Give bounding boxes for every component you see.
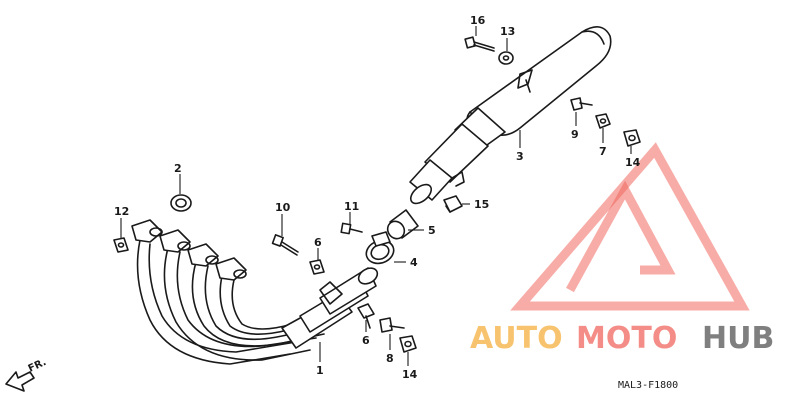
callout-5: 5 bbox=[428, 224, 436, 237]
callout-9: 9 bbox=[571, 128, 579, 141]
bracket-15 bbox=[443, 195, 463, 213]
callout-6-upper: 6 bbox=[314, 236, 322, 249]
callout-12: 12 bbox=[114, 205, 129, 218]
watermark-part-hub: HUB bbox=[702, 321, 774, 356]
callout-2: 2 bbox=[174, 162, 182, 175]
nut-14-lower bbox=[399, 335, 417, 353]
watermark-wordmark: AUTO MOTO HUB bbox=[470, 321, 774, 356]
callout-1: 1 bbox=[316, 364, 324, 377]
callout-labels: 16 13 3 9 7 14 2 12 10 11 15 6 5 4 6 1 8… bbox=[114, 14, 641, 381]
clamp-4 bbox=[365, 231, 395, 265]
bolt-8 bbox=[379, 317, 405, 333]
callout-7: 7 bbox=[599, 145, 607, 158]
exhaust-header-pipes bbox=[131, 219, 379, 365]
callout-14-upper: 14 bbox=[625, 156, 641, 169]
callout-14-lower: 14 bbox=[402, 368, 418, 381]
callout-3: 3 bbox=[516, 150, 524, 163]
bolt-9 bbox=[570, 97, 593, 111]
diagram-code: MAL3-F1800 bbox=[618, 380, 678, 391]
nut-6-upper bbox=[309, 259, 325, 275]
nut-14-upper bbox=[623, 129, 641, 147]
watermark-part-moto: MOTO bbox=[576, 321, 677, 356]
watermark-logo bbox=[510, 142, 750, 311]
nut-12 bbox=[113, 237, 129, 253]
callout-8: 8 bbox=[386, 352, 394, 365]
muffler bbox=[409, 26, 612, 205]
gasket-5 bbox=[386, 209, 419, 240]
callout-4: 4 bbox=[410, 256, 418, 269]
bolt-6-lower bbox=[357, 303, 375, 329]
callout-16: 16 bbox=[470, 14, 486, 27]
leader-lines bbox=[120, 26, 632, 366]
bolt-10 bbox=[271, 234, 299, 256]
washer-13 bbox=[498, 51, 514, 65]
watermark-part-auto: AUTO bbox=[470, 321, 563, 356]
front-direction-arrow: FR. bbox=[5, 357, 48, 392]
callout-11: 11 bbox=[344, 200, 359, 213]
gasket-2 bbox=[170, 194, 192, 212]
callout-10: 10 bbox=[275, 201, 291, 214]
callout-15: 15 bbox=[474, 198, 489, 211]
callout-13: 13 bbox=[500, 25, 515, 38]
callout-6-lower: 6 bbox=[362, 334, 370, 347]
bolt-16 bbox=[464, 36, 495, 52]
bolt-11 bbox=[340, 222, 363, 235]
nut-7 bbox=[595, 113, 611, 129]
direction-label: FR. bbox=[27, 357, 48, 375]
